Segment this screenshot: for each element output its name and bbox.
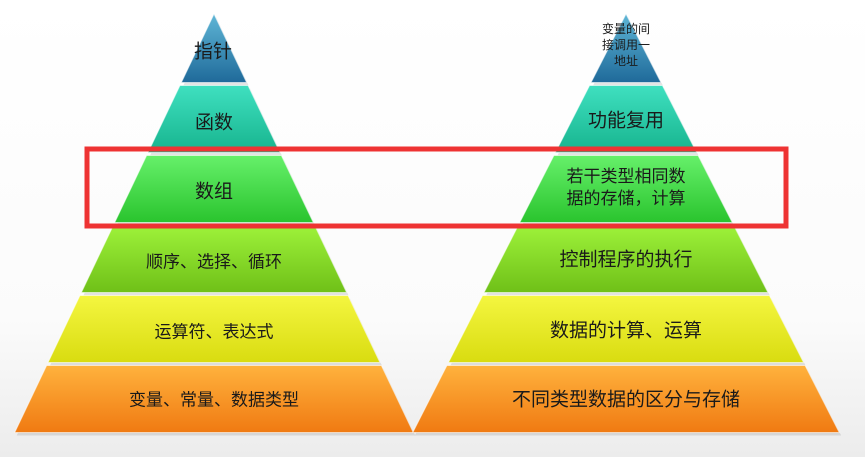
right-level-3-line-2: 据的存储，计算 <box>566 189 686 209</box>
left-pyramid <box>13 12 416 436</box>
left-tier-1 <box>180 12 248 83</box>
right-level-1-line-2: 接调用一 <box>601 38 650 52</box>
right-tier-6 <box>411 365 841 433</box>
left-level-5-operators: 运算符、表达式 <box>154 322 274 343</box>
left-level-1-pointer: 指针 <box>193 40 233 63</box>
right-pyramid <box>411 12 842 436</box>
right-level-1-line-3: 地址 <box>613 54 638 68</box>
right-level-5: 数据的计算、运算 <box>549 319 703 342</box>
right-tier-2 <box>554 85 698 153</box>
right-level-3: 若干类型相同数 据的存储，计算 <box>526 166 726 210</box>
left-tier-5 <box>47 295 381 363</box>
left-level-4-control-flow: 顺序、选择、循环 <box>146 252 282 273</box>
right-tier-5 <box>447 295 805 363</box>
right-level-1: 变量的间 接调用一 地址 <box>586 21 666 69</box>
highlight-box <box>84 146 789 229</box>
right-level-1-line-1: 变量的间 <box>601 22 650 36</box>
right-tier-1 <box>590 12 662 83</box>
right-level-6: 不同类型数据的区分与存储 <box>511 388 741 411</box>
right-level-4: 控制程序的执行 <box>559 248 693 271</box>
left-tier-3 <box>113 155 315 223</box>
left-level-2-function: 函数 <box>194 111 234 134</box>
right-level-3-line-1: 若干类型相同数 <box>566 167 686 187</box>
left-level-3-array: 数组 <box>194 180 234 203</box>
left-tier-2 <box>147 85 281 153</box>
left-level-6-variables: 变量、常量、数据类型 <box>129 390 299 411</box>
right-level-2: 功能复用 <box>587 109 665 132</box>
right-tier-3 <box>518 155 734 223</box>
